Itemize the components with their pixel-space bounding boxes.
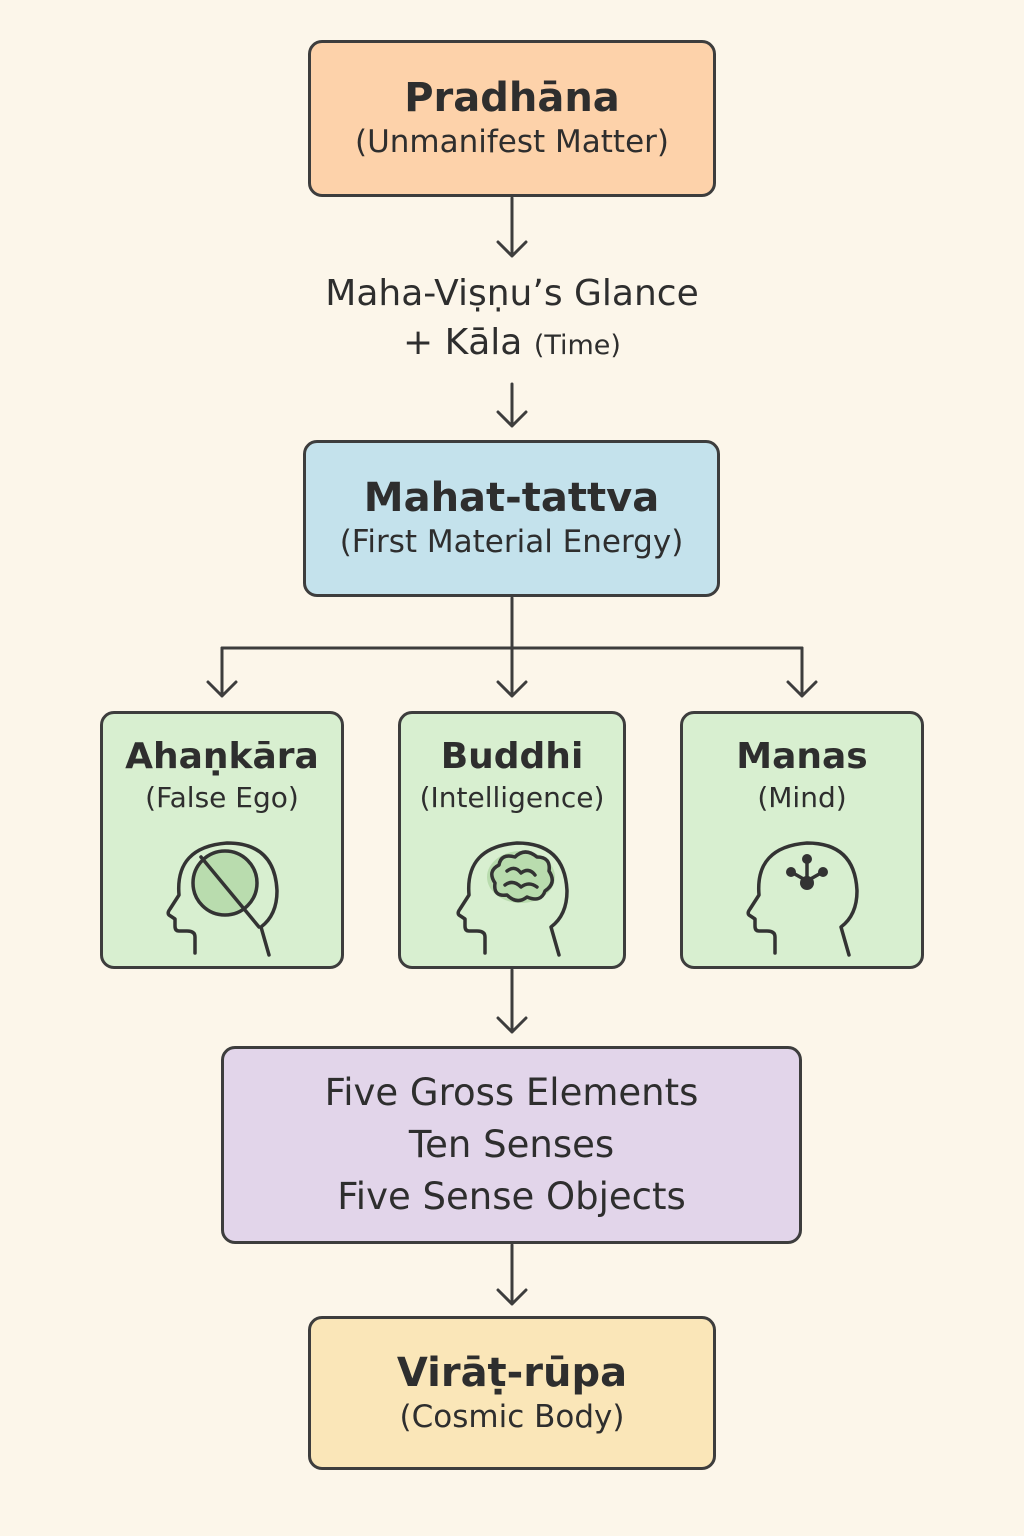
buddhi-box: Buddhi (Intelligence) <box>398 711 626 969</box>
arrow-to-manas <box>786 646 818 698</box>
ahankara-subtitle: (False Ego) <box>145 781 299 814</box>
pradhana-box: Pradhāna (Unmanifest Matter) <box>308 40 716 197</box>
catalyst-line1: Maha-Viṣṇu’s Glance <box>325 273 699 314</box>
virat-subtitle: (Cosmic Body) <box>399 1398 625 1435</box>
virat-title: Virāṭ-rūpa <box>396 1349 628 1396</box>
catalyst-time: (Time) <box>533 329 621 361</box>
mahat-title: Mahat-tattva <box>363 475 660 522</box>
virat-rupa-box: Virāṭ-rūpa (Cosmic Body) <box>308 1316 716 1470</box>
mahat-subtitle: (First Material Energy) <box>339 524 684 561</box>
arrow-pradhana-to-glance <box>496 196 528 258</box>
arrow-buddhi-to-gross <box>496 968 528 1034</box>
ahankara-title: Ahaṇkāra <box>125 736 319 777</box>
arrow-to-buddhi <box>496 646 528 698</box>
mahat-tattva-box: Mahat-tattva (First Material Energy) <box>303 440 720 597</box>
catalyst-kala: + Kāla <box>403 321 523 363</box>
ahankara-box: Ahaṇkāra (False Ego) <box>100 711 344 969</box>
pradhana-subtitle: (Unmanifest Matter) <box>355 124 669 161</box>
head-brain-icon <box>456 841 569 957</box>
manas-box: Manas (Mind) <box>680 711 924 969</box>
manas-subtitle: (Mind) <box>757 781 847 814</box>
buddhi-subtitle: (Intelligence) <box>419 781 605 814</box>
gross-line-objects: Five Sense Objects <box>337 1174 686 1218</box>
gross-elements-box: Five Gross Elements Ten Senses Five Sens… <box>221 1046 802 1244</box>
arrow-to-ahankara <box>206 646 238 698</box>
buddhi-title: Buddhi <box>440 736 584 777</box>
arrow-glance-to-mahat <box>496 382 528 428</box>
gross-line-senses: Ten Senses <box>408 1123 615 1167</box>
catalyst-line2: + Kāla (Time) <box>262 319 762 368</box>
pradhana-title: Pradhāna <box>404 75 620 122</box>
head-crossed-icon <box>166 841 279 957</box>
gross-line-elements: Five Gross Elements <box>324 1071 699 1115</box>
catalyst-label: Maha-Viṣṇu’s Glance + Kāla (Time) <box>262 270 762 367</box>
head-network-icon <box>746 841 859 957</box>
arrow-gross-to-virat <box>496 1243 528 1306</box>
manas-title: Manas <box>736 736 868 777</box>
